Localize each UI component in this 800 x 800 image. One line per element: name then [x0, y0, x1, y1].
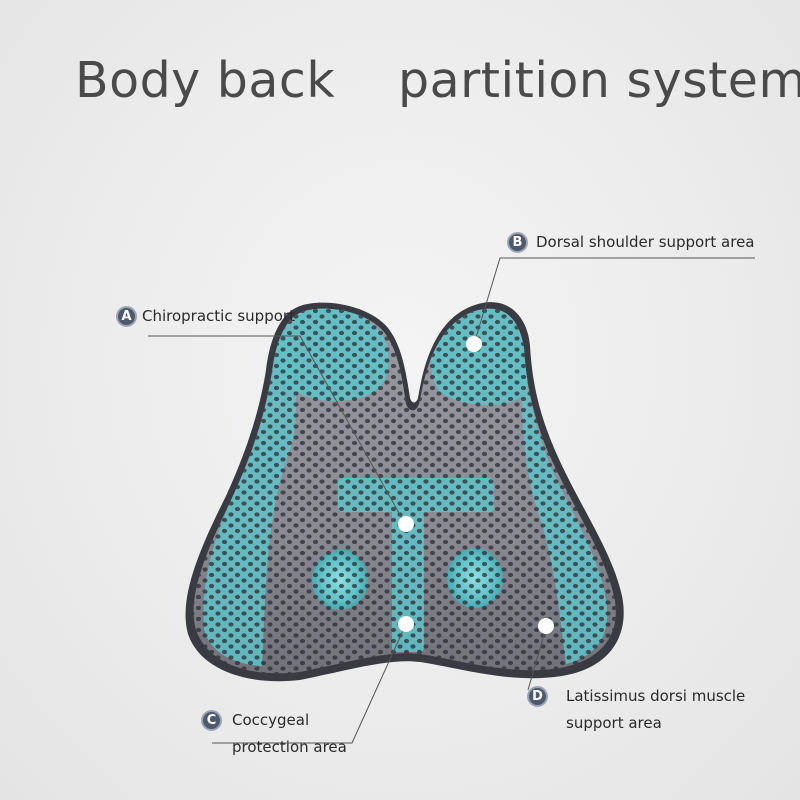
- callout-d-line-1: Latissimus dorsi muscle: [566, 687, 746, 705]
- callout-a-line-1: Chiropractic support: [142, 307, 295, 325]
- callout-coccygeal-protection: C Coccygeal protection area: [201, 707, 347, 761]
- callout-c-line-2: protection area: [232, 738, 347, 756]
- callout-c-line-1: Coccygeal: [232, 711, 310, 729]
- callout-b-text: Dorsal shoulder support area: [536, 229, 755, 256]
- title-body-back: Body back: [75, 52, 336, 109]
- badge-a: A: [116, 306, 137, 327]
- callout-b-line-1: Dorsal shoulder support area: [536, 233, 755, 251]
- leader-line-a: [148, 335, 405, 523]
- callout-latissimus-dorsi: D Latissimus dorsi muscle support area: [527, 683, 745, 737]
- indicator-dot-a: [398, 516, 414, 532]
- indicator-dot-c: [398, 616, 414, 632]
- indicator-dot-b: [466, 336, 482, 352]
- callout-chiropractic-support: A Chiropractic support: [116, 303, 295, 330]
- callout-c-text: Coccygeal protection area: [232, 707, 347, 761]
- leader-line-d: [527, 627, 547, 691]
- badge-c: C: [201, 710, 222, 731]
- callout-dorsal-shoulder: B Dorsal shoulder support area: [507, 229, 755, 256]
- callout-d-line-2: support area: [566, 714, 662, 732]
- leader-line-c: [212, 623, 407, 744]
- leader-line-b: [473, 257, 755, 345]
- badge-b: B: [507, 232, 528, 253]
- title-partition-system: partition system: [398, 52, 800, 109]
- callout-a-text: Chiropractic support: [142, 303, 295, 330]
- badge-d: D: [527, 686, 548, 707]
- callout-d-text: Latissimus dorsi muscle support area: [566, 683, 745, 737]
- indicator-dot-d: [538, 618, 554, 634]
